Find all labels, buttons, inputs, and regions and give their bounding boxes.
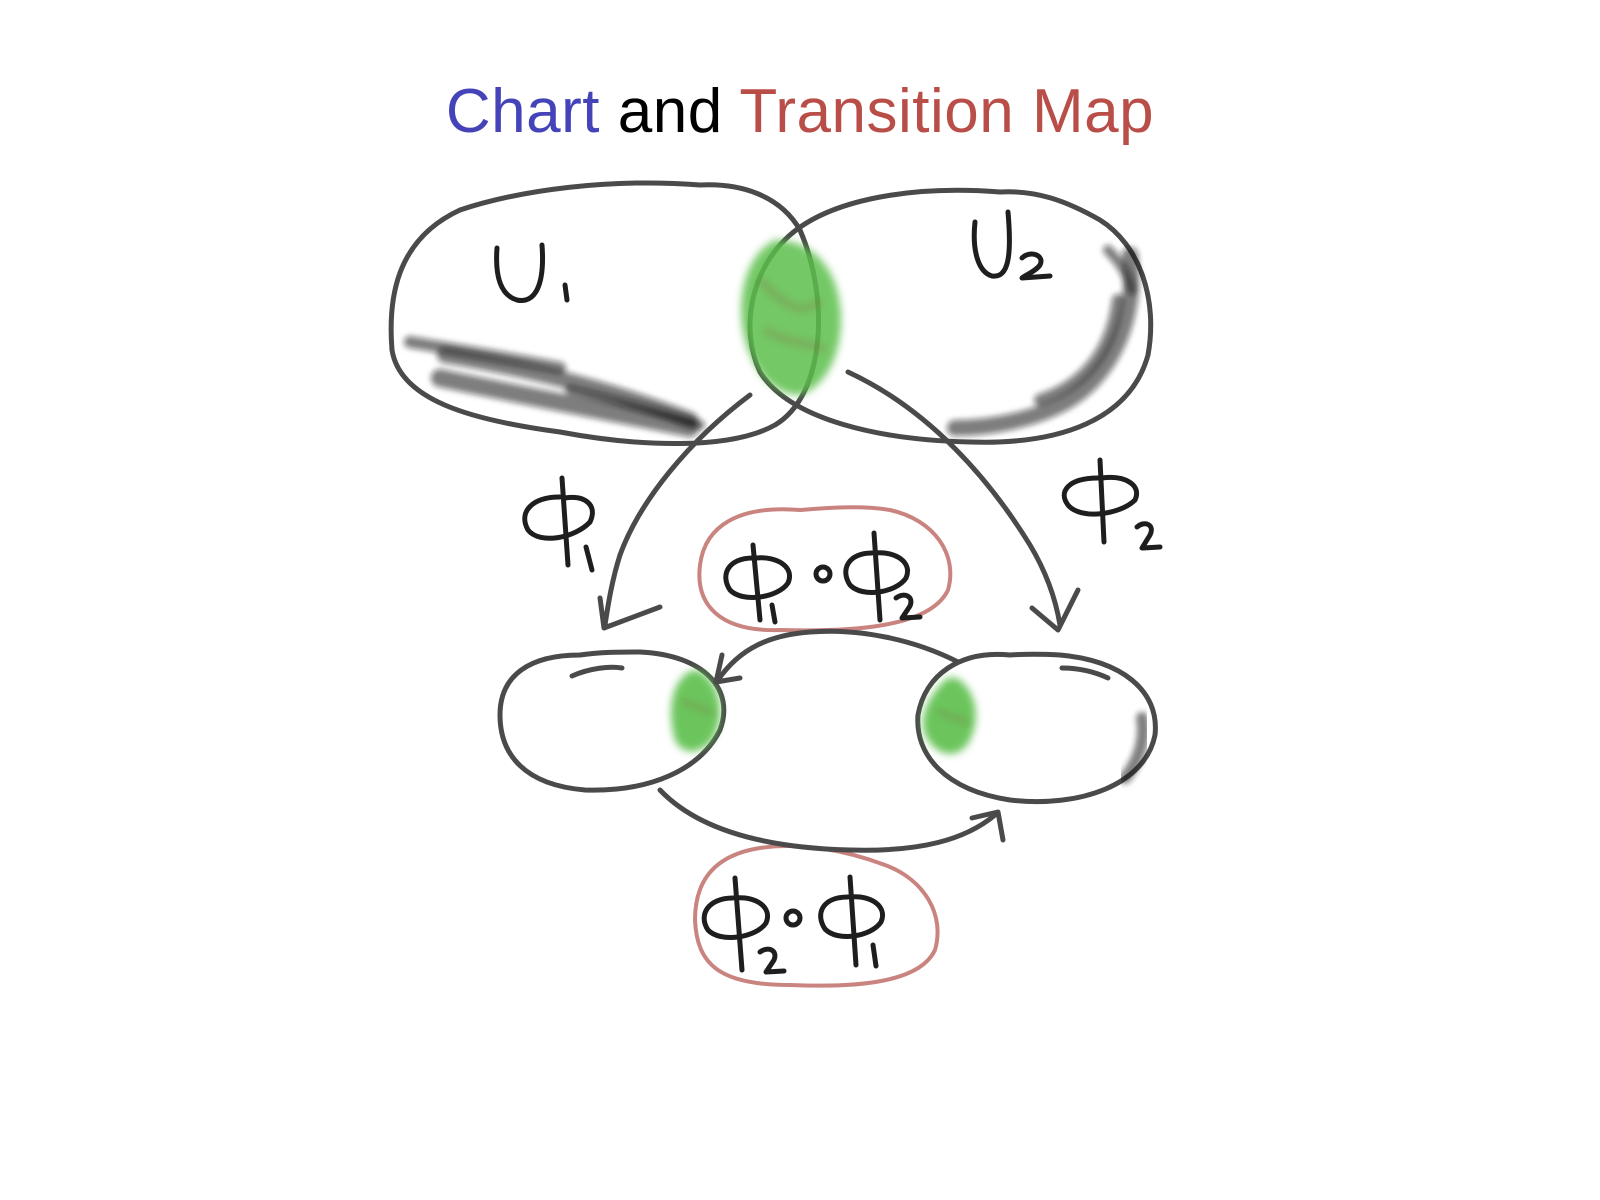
arrow-phi1 [597,392,753,631]
image-set-phi1-outline [497,649,727,793]
label-u2 [971,209,1053,281]
set-u2-shading [947,245,1140,436]
transition-label-phi1-phi2 [697,505,953,633]
label-u1 [494,242,570,303]
slide-title: Chart and Transition Map [0,72,1600,152]
image-overlap-texture-right [936,707,970,727]
overlap-region-top [741,240,841,395]
label-phi1 [522,475,595,573]
overlap-fill-top [741,240,841,395]
image-set-phi2-outline [915,651,1158,805]
label-phi2 [1061,457,1163,551]
set-u2 [747,187,1154,445]
set-u1-shading [404,336,705,437]
transition-arrow-bottom [657,787,1006,853]
title-word-chart: Chart [445,77,601,146]
image-set-phi1 [497,649,727,793]
set-u2-outline [747,187,1154,445]
title-word-transition-map: Transition Map [739,77,1155,146]
image-set-phi2 [915,651,1158,805]
transition-label-phi2-phi1 [693,844,940,988]
overlap-texture-top [757,277,827,353]
image-overlap-texture-left [680,697,715,717]
image-overlap-fill-left [671,670,721,752]
arrow-phi2 [845,369,1081,633]
title-word-and: and [617,77,723,146]
transition-arrow-top [713,628,961,685]
